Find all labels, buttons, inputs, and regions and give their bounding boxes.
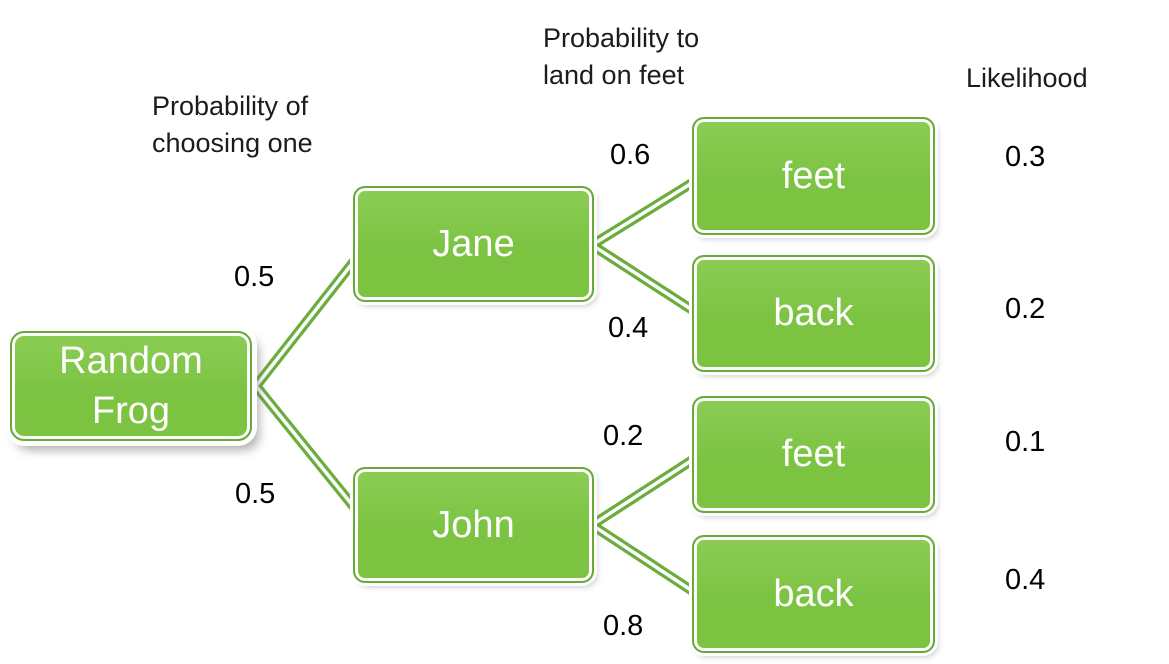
likelihood-value-jane-back: 0.2: [1005, 293, 1046, 325]
connector-jane-back-gap: [591, 243, 701, 317]
node-john-feet: feet: [692, 396, 935, 513]
likelihood-value-john-back: 0.4: [1005, 564, 1046, 596]
node-jane-back-label: back: [773, 292, 854, 334]
node-john: John: [353, 467, 594, 583]
node-jane-feet: feet: [692, 117, 935, 235]
branch-probability-jane-feet: 0.6: [610, 139, 651, 171]
node-jane-back: back: [692, 255, 935, 372]
node-john-label: John: [432, 503, 515, 546]
branch-probability-john-back: 0.8: [603, 610, 644, 642]
connector-root-john-gap: [254, 384, 364, 519]
node-jane-label: Jane: [432, 222, 515, 265]
node-jane: Jane: [353, 186, 594, 302]
branch-probability-jane-back: 0.4: [608, 312, 649, 344]
node-john-back-label: back: [773, 572, 854, 615]
header-probability-to-land-on-feet: Probability to land on feet: [543, 23, 700, 90]
header-likelihood: Likelihood: [966, 63, 1088, 93]
branch-probability-root-jane: 0.5: [234, 261, 275, 293]
node-john-feet-label: feet: [781, 433, 846, 475]
node-jane-feet-label: feet: [781, 154, 846, 197]
node-john-back: back: [692, 535, 935, 653]
branch-probability-john-feet: 0.2: [603, 420, 644, 452]
connector-jane-feet-gap: [591, 176, 701, 247]
header-probability-of-choosing-one: Probability of choosing one: [152, 91, 313, 158]
node-random-frog: Random Frog: [10, 331, 252, 441]
branch-probability-root-john: 0.5: [235, 478, 276, 510]
connector-root-jane-gap: [254, 249, 364, 388]
likelihood-value-jane-feet: 0.3: [1005, 141, 1046, 173]
node-random-frog-label: Random Frog: [59, 339, 203, 432]
connector-john-feet-gap: [591, 453, 701, 527]
likelihood-value-john-feet: 0.1: [1005, 426, 1046, 458]
connector-john-back-gap: [591, 523, 701, 598]
